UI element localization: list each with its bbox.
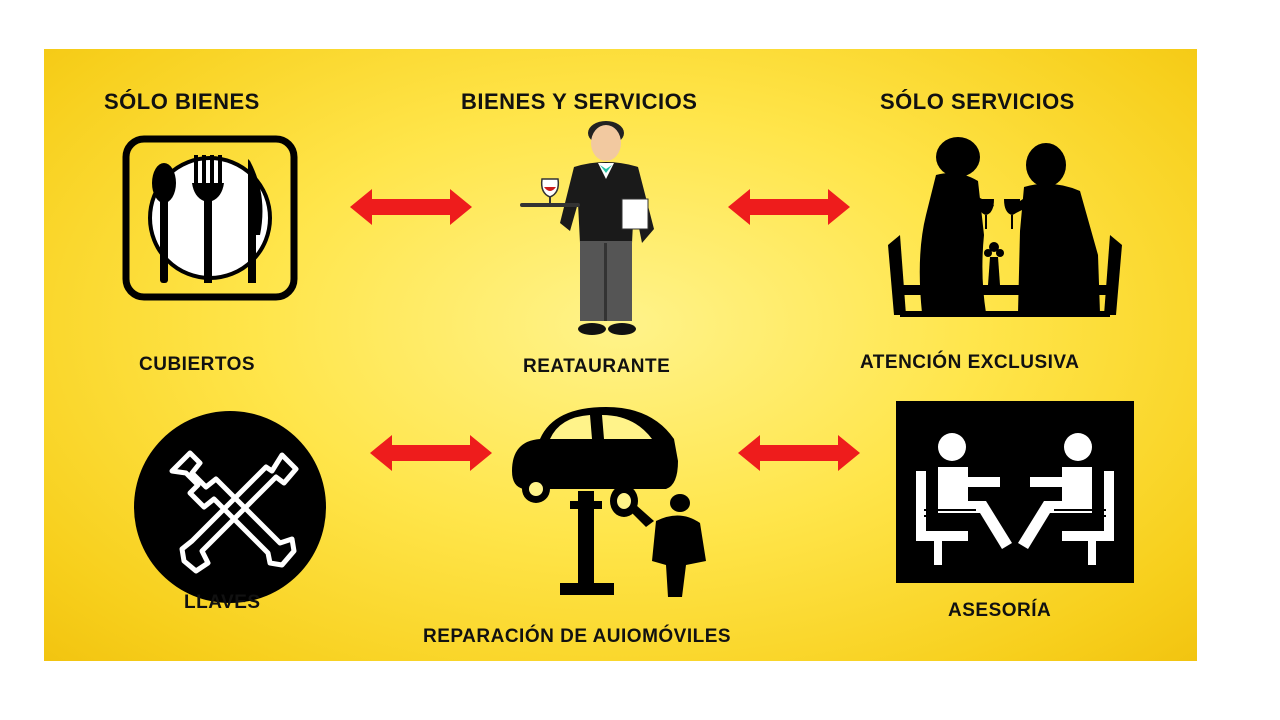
dining-couple-icon [888,137,1122,317]
diagram-panel: SÓLO BIENES BIENES Y SERVICIOS SÓLO SERV… [44,49,1197,661]
double-arrow-icon [370,435,492,471]
header-services-only: SÓLO SERVICIOS [880,89,1075,114]
caption-wrenches: LLAVES [184,592,261,613]
double-arrow-icon [738,435,860,471]
caption-cutlery: CUBIERTOS [139,354,256,375]
header-goods-only: SÓLO BIENES [104,89,260,114]
caption-car-repair: REPARACIÓN DE AUIOMÓVILES [423,626,732,647]
caption-restaurant: REATAURANTE [523,356,671,377]
wrenches-icon [134,411,326,603]
double-arrow-icon [350,189,472,225]
header-goods-and-services: BIENES Y SERVICIOS [461,89,698,114]
cutlery-icon [122,135,298,301]
caption-advisory: ASESORÍA [948,600,1052,621]
double-arrow-icon [728,189,850,225]
waiter-icon [520,121,654,335]
caption-exclusive-attention: ATENCIÓN EXCLUSIVA [860,352,1080,373]
consultation-icon [896,401,1134,583]
car-lift-mechanic-icon [512,407,706,597]
